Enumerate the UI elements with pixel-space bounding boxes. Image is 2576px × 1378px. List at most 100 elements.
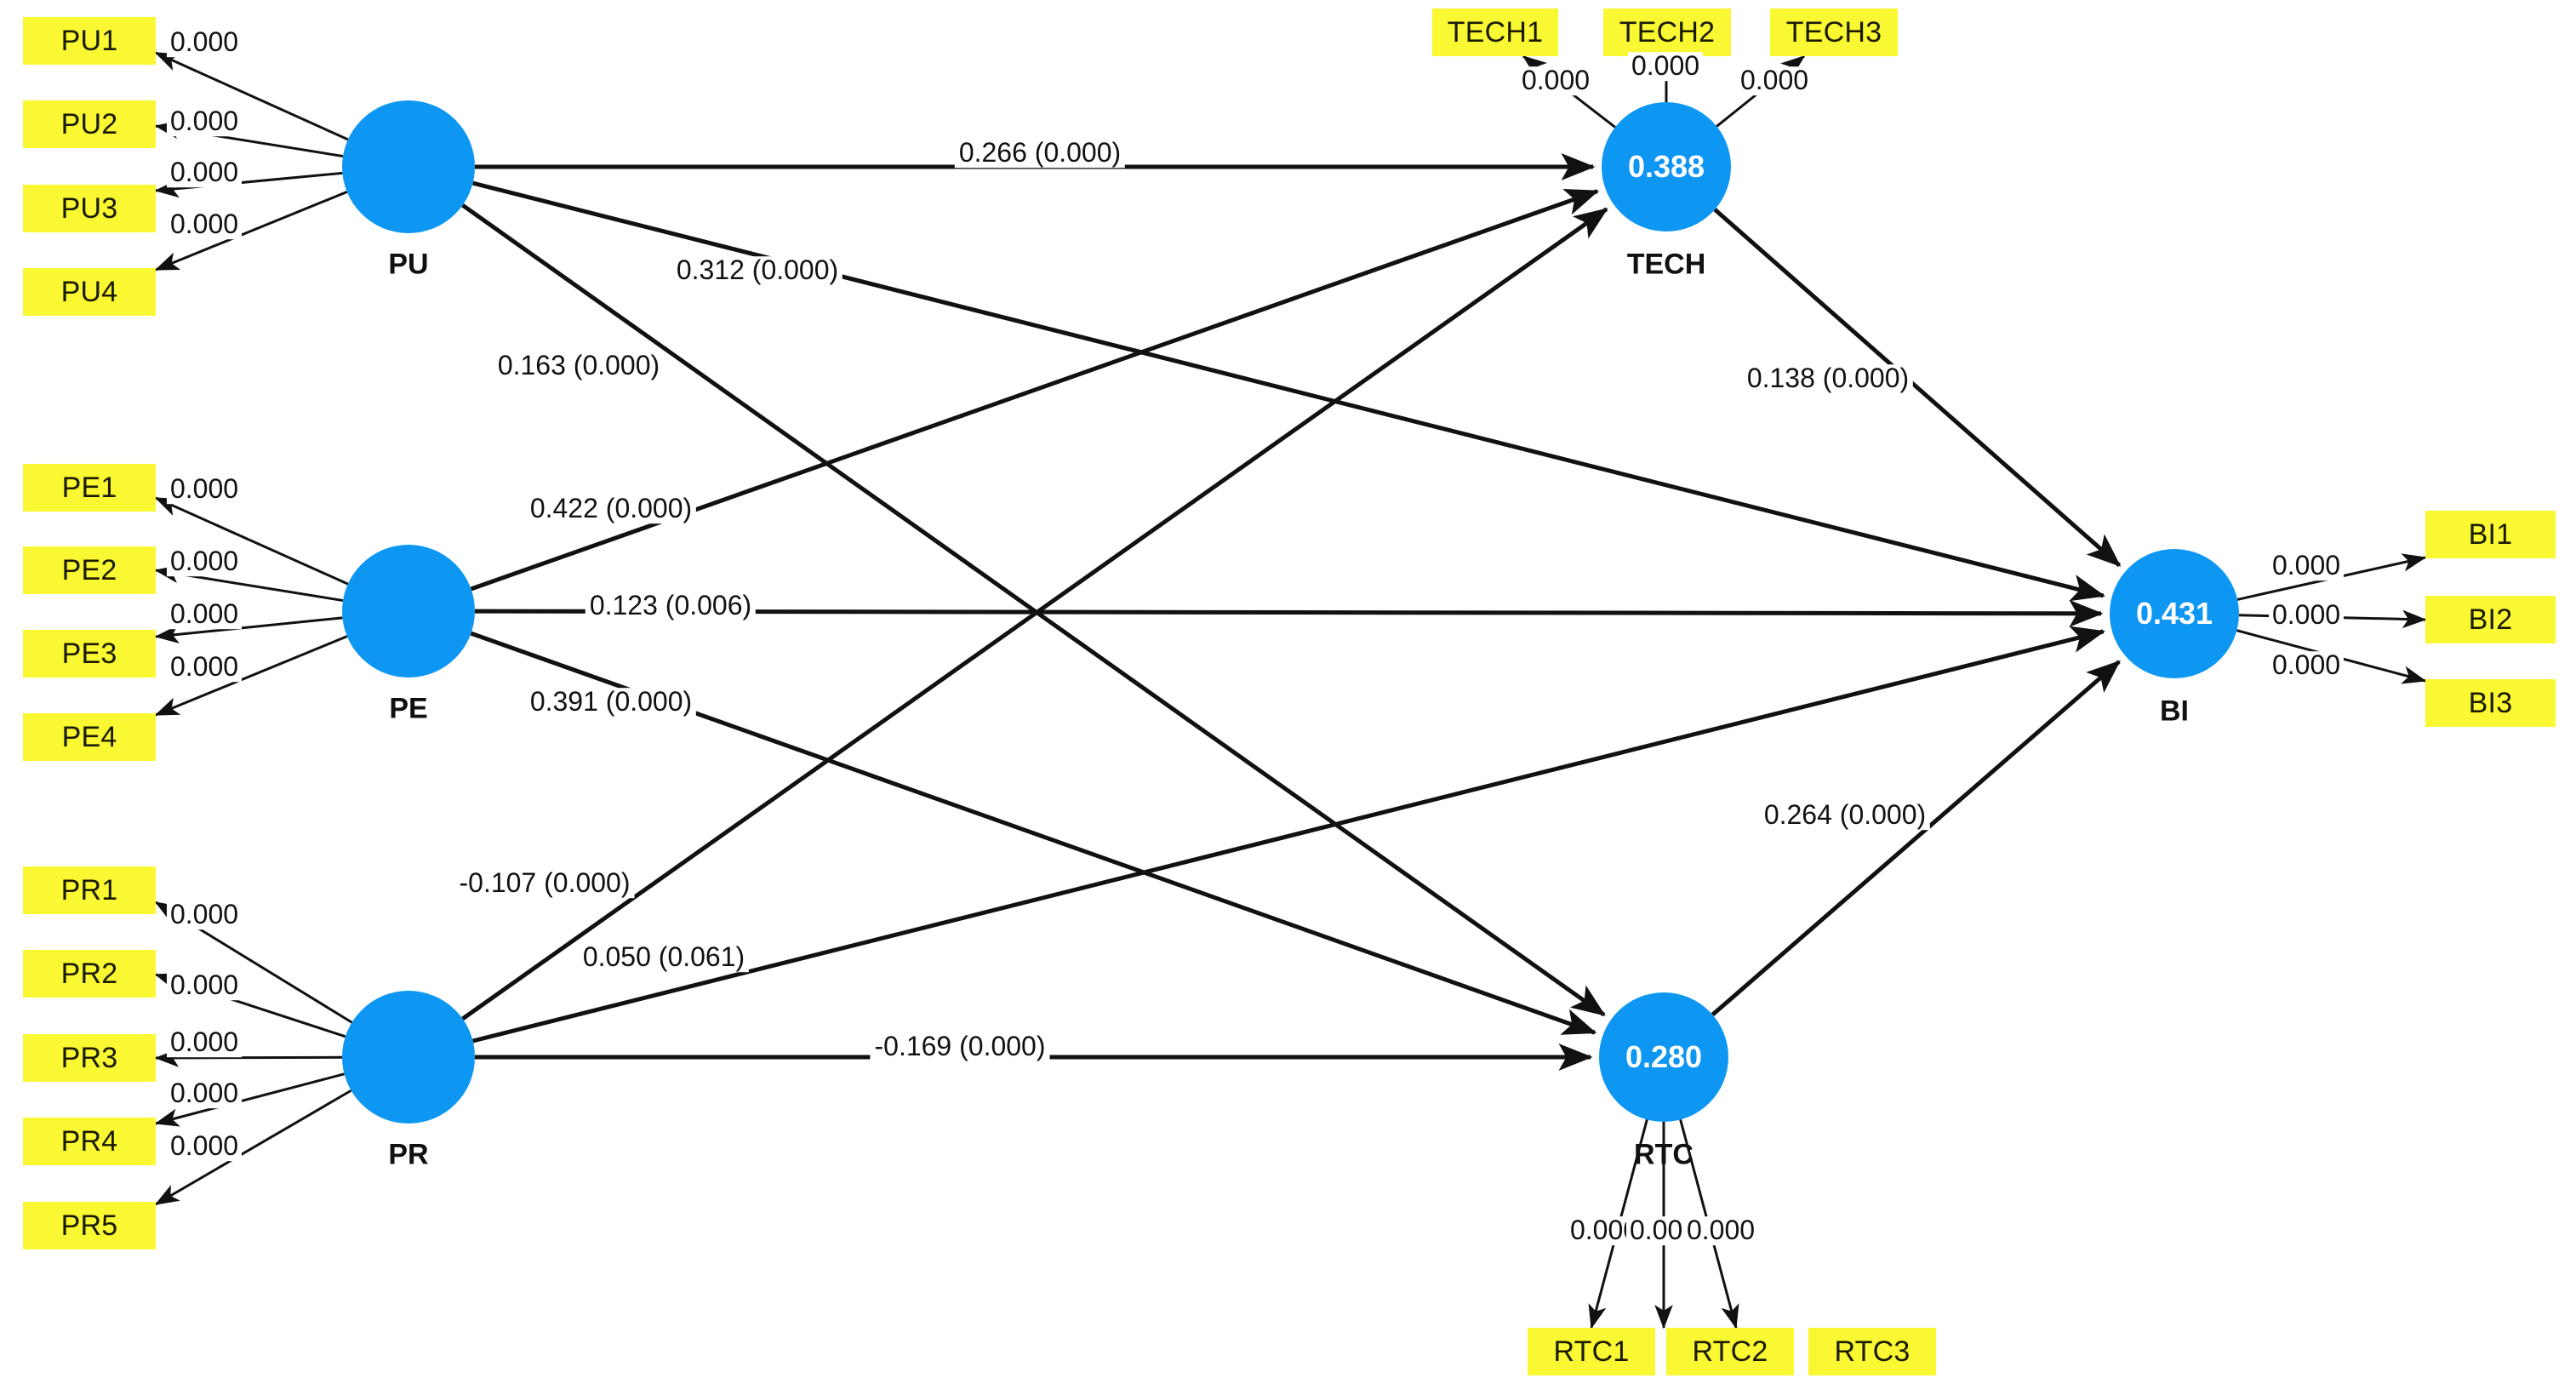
loading-value-tech2: 0.000 bbox=[1627, 52, 1704, 81]
r-squared-value: 0.280 bbox=[1625, 1039, 1703, 1074]
loading-value-pr5: 0.000 bbox=[166, 1132, 243, 1161]
indicator-pr4[interactable]: PR4 bbox=[23, 1118, 156, 1165]
indicator-pr3[interactable]: PR3 bbox=[23, 1034, 156, 1082]
indicator-label: PR1 bbox=[60, 873, 118, 906]
loading-value-pe2: 0.000 bbox=[166, 547, 243, 576]
indicator-pu3[interactable]: PU3 bbox=[23, 185, 156, 232]
r-squared-value: 0.388 bbox=[1627, 149, 1705, 184]
indicator-pr1[interactable]: PR1 bbox=[23, 866, 156, 914]
indicator-label: BI3 bbox=[2468, 686, 2513, 719]
indicator-pe2[interactable]: PE2 bbox=[23, 546, 156, 594]
indicator-label: TECH1 bbox=[1447, 15, 1544, 49]
indicator-label: TECH3 bbox=[1785, 15, 1882, 49]
path-coefficient-pe-rtc: 0.391 (0.000) bbox=[525, 688, 697, 717]
indicator-tech3[interactable]: TECH3 bbox=[1770, 9, 1898, 56]
path-coefficient-tech-bi: 0.138 (0.000) bbox=[1742, 364, 1914, 393]
indicator-label: PU1 bbox=[60, 24, 118, 57]
indicator-rtc3[interactable]: RTC3 bbox=[1808, 1328, 1936, 1375]
construct-rtc[interactable]: 0.280 bbox=[1599, 992, 1728, 1122]
path-coefficient-pu-bi: 0.163 (0.000) bbox=[493, 352, 665, 380]
construct-pr[interactable] bbox=[342, 991, 475, 1124]
loading-edge-pe1 bbox=[154, 496, 349, 586]
loading-value-tech3: 0.000 bbox=[1736, 66, 1813, 95]
path-coefficient-pu-tech: 0.266 (0.000) bbox=[954, 139, 1126, 168]
path-coefficient-pe-bi: 0.123 (0.006) bbox=[585, 592, 757, 620]
loading-value-pu1: 0.000 bbox=[166, 28, 243, 57]
indicator-pe4[interactable]: PE4 bbox=[23, 713, 156, 761]
loading-edge-pu3 bbox=[154, 171, 343, 198]
structural-path-rtc-bi bbox=[1711, 660, 2121, 1017]
structural-path-pr-bi bbox=[472, 626, 2106, 1044]
r-squared-value: 0.431 bbox=[2135, 596, 2213, 631]
loading-value-pu4: 0.000 bbox=[166, 210, 243, 239]
construct-label-pe: PE bbox=[389, 692, 428, 725]
structural-path-pu-bi bbox=[472, 180, 2106, 602]
indicator-bi2[interactable]: BI2 bbox=[2425, 596, 2556, 643]
indicator-label: RTC1 bbox=[1553, 1335, 1630, 1368]
structural-path-pe-tech bbox=[470, 189, 1600, 592]
indicator-pr5[interactable]: PR5 bbox=[23, 1202, 156, 1249]
path-coefficient-pr-tech: -0.107 (0.000) bbox=[454, 869, 635, 898]
loading-value-tech1: 0.000 bbox=[1517, 66, 1594, 95]
indicator-label: PR5 bbox=[60, 1209, 118, 1242]
loading-value-pu3: 0.000 bbox=[166, 158, 243, 187]
indicator-label: PU3 bbox=[60, 192, 118, 225]
indicator-pu2[interactable]: PU2 bbox=[23, 100, 156, 148]
construct-tech[interactable]: 0.388 bbox=[1602, 102, 1731, 232]
construct-bi[interactable]: 0.431 bbox=[2110, 549, 2239, 678]
structural-path-pr-tech bbox=[461, 207, 1608, 1021]
loading-value-bi3: 0.000 bbox=[2268, 651, 2345, 680]
indicator-label: PE4 bbox=[61, 720, 117, 753]
indicator-pu4[interactable]: PU4 bbox=[23, 268, 156, 316]
indicator-bi3[interactable]: BI3 bbox=[2425, 679, 2556, 727]
loading-value-pe1: 0.000 bbox=[166, 475, 243, 504]
indicator-pu1[interactable]: PU1 bbox=[23, 17, 156, 65]
loading-edge-pe3 bbox=[154, 616, 343, 644]
indicator-label: PE3 bbox=[61, 637, 117, 670]
indicator-rtc2[interactable]: RTC2 bbox=[1666, 1328, 1794, 1375]
indicator-label: PR2 bbox=[60, 957, 118, 990]
indicator-label: PE1 bbox=[61, 471, 117, 504]
loading-value-pr3: 0.000 bbox=[166, 1028, 243, 1057]
construct-pu[interactable] bbox=[342, 100, 475, 233]
indicator-pe1[interactable]: PE1 bbox=[23, 464, 156, 512]
indicator-tech1[interactable]: TECH1 bbox=[1432, 9, 1558, 56]
loading-edge-pr3 bbox=[154, 1049, 343, 1067]
indicator-label: PU2 bbox=[60, 107, 118, 140]
indicator-pe3[interactable]: PE3 bbox=[23, 630, 156, 678]
construct-label-rtc: RTC bbox=[1634, 1138, 1694, 1171]
indicator-label: PR3 bbox=[60, 1041, 118, 1074]
indicator-label: PU4 bbox=[60, 275, 118, 308]
loading-value-bi2: 0.000 bbox=[2268, 601, 2345, 630]
loading-value-pr1: 0.000 bbox=[166, 901, 243, 929]
indicator-tech2[interactable]: TECH2 bbox=[1603, 9, 1731, 56]
loading-edge-pe4 bbox=[154, 635, 348, 717]
indicator-label: TECH2 bbox=[1619, 15, 1716, 49]
construct-pe[interactable] bbox=[342, 545, 475, 678]
path-coefficient-rtc-bi: 0.264 (0.000) bbox=[1759, 801, 1931, 830]
indicator-label: BI2 bbox=[2468, 603, 2513, 636]
loading-value-pe4: 0.000 bbox=[166, 653, 243, 682]
indicator-rtc1[interactable]: RTC1 bbox=[1528, 1328, 1655, 1375]
indicator-label: RTC2 bbox=[1692, 1335, 1768, 1368]
loading-edge-pu4 bbox=[154, 191, 348, 272]
path-coefficient-pe-tech: 0.422 (0.000) bbox=[525, 495, 697, 523]
indicator-label: BI1 bbox=[2468, 517, 2513, 551]
path-coefficient-pu-rtc: 0.312 (0.000) bbox=[671, 256, 843, 285]
path-coefficient-pr-bi: 0.050 (0.061) bbox=[578, 943, 750, 972]
indicator-bi1[interactable]: BI1 bbox=[2425, 511, 2556, 558]
loading-value-bi1: 0.000 bbox=[2268, 552, 2345, 580]
indicator-label: RTC3 bbox=[1834, 1335, 1911, 1368]
structural-path-tech-bi bbox=[1713, 208, 2122, 568]
indicator-pr2[interactable]: PR2 bbox=[23, 950, 156, 998]
loading-value-pu2: 0.000 bbox=[166, 107, 243, 136]
construct-label-pu: PU bbox=[388, 248, 429, 281]
path-coefficient-pr-rtc: -0.169 (0.000) bbox=[870, 1032, 1050, 1061]
loading-edge-pu1 bbox=[154, 51, 349, 141]
indicator-label: PR4 bbox=[60, 1124, 118, 1158]
loading-value-pr4: 0.000 bbox=[166, 1079, 243, 1108]
construct-label-bi: BI bbox=[2160, 695, 2189, 728]
loading-value-rtc3: 0.000 bbox=[1682, 1216, 1759, 1245]
loading-value-pe3: 0.000 bbox=[166, 600, 243, 629]
